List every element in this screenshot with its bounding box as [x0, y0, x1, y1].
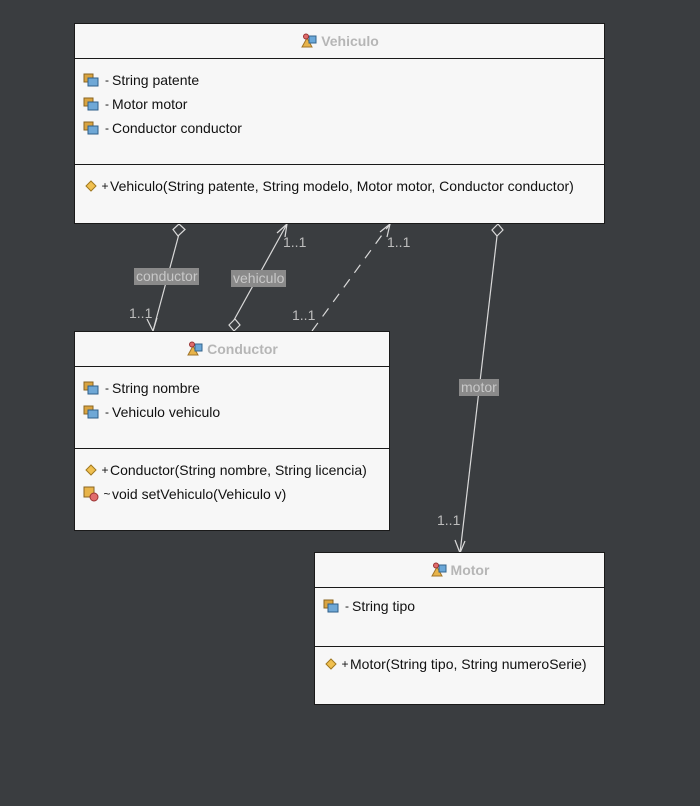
operation-text: void setVehiculo(Vehiculo v) — [112, 486, 287, 502]
constructor-icon — [85, 464, 97, 476]
class-conductor[interactable]: Conductor - String nombre - Vehiculo veh… — [74, 331, 390, 531]
operation-text: Vehiculo(String patente, String modelo, … — [110, 178, 574, 194]
aggregation-diamond-vehiculo — [172, 223, 186, 237]
arrowhead-dependency — [379, 222, 391, 238]
visibility-marker: - — [105, 405, 109, 419]
class-name: Conductor — [207, 341, 278, 357]
visibility-marker: - — [345, 599, 349, 613]
aggregation-diamond-conductor — [228, 318, 241, 332]
constructor-icon — [325, 658, 337, 670]
operations-section: + Conductor(String nombre, String licenc… — [75, 449, 389, 506]
edge-dependency — [311, 223, 391, 332]
multiplicity-vehiculo: 1..1 — [283, 234, 307, 250]
visibility-marker: + — [101, 463, 109, 477]
attribute-text: String tipo — [352, 598, 416, 614]
attribute-row[interactable]: - Conductor conductor — [75, 116, 604, 140]
class-header: Conductor — [75, 332, 389, 367]
attributes-section: - String patente - Motor motor - Conduct… — [75, 59, 604, 165]
attribute-row[interactable]: - Motor motor — [75, 92, 604, 116]
class-motor[interactable]: Motor - String tipo + Motor(String tipo,… — [314, 552, 605, 705]
attribute-text: String nombre — [112, 380, 200, 396]
edge-label-vehiculo: vehiculo — [231, 270, 287, 287]
operation-row[interactable]: + Vehiculo(String patente, String modelo… — [75, 174, 604, 198]
visibility-marker: - — [105, 97, 109, 111]
attribute-text: Vehiculo vehiculo — [112, 404, 221, 420]
attribute-text: Motor motor — [112, 96, 188, 112]
field-icon — [83, 381, 99, 395]
field-icon — [83, 405, 99, 419]
field-icon — [83, 73, 99, 87]
multiplicity-dependency-target: 1..1 — [387, 234, 411, 250]
class-icon — [301, 33, 317, 48]
operation-row[interactable]: ~ void setVehiculo(Vehiculo v) — [75, 482, 389, 506]
operation-text: Motor(String tipo, String numeroSerie) — [350, 656, 587, 672]
visibility-marker: - — [105, 121, 109, 135]
operation-text: Conductor(String nombre, String licencia… — [110, 462, 367, 478]
visibility-marker: - — [105, 73, 109, 87]
multiplicity-conductor: 1..1 — [129, 305, 153, 321]
class-icon — [187, 341, 203, 356]
operation-row[interactable]: + Conductor(String nombre, String licenc… — [75, 458, 389, 482]
class-header: Motor — [315, 553, 604, 588]
field-icon — [83, 97, 99, 111]
class-icon — [430, 562, 447, 577]
class-name: Vehiculo — [321, 33, 379, 49]
attribute-text: Conductor conductor — [112, 120, 242, 136]
multiplicity-dependency-source: 1..1 — [292, 307, 316, 323]
multiplicity-motor: 1..1 — [437, 512, 461, 528]
operations-section: + Vehiculo(String patente, String modelo… — [75, 165, 604, 198]
visibility-marker: + — [341, 657, 349, 671]
edge-label-conductor: conductor — [134, 268, 200, 285]
attribute-row[interactable]: - Vehiculo vehiculo — [75, 400, 389, 424]
visibility-marker: - — [105, 381, 109, 395]
attribute-text: String patente — [112, 72, 200, 88]
method-icon — [83, 486, 99, 502]
field-icon — [323, 599, 339, 613]
class-header: Vehiculo — [75, 24, 604, 59]
operations-section: + Motor(String tipo, String numeroSerie) — [315, 647, 604, 676]
aggregation-diamond-vehiculo-motor — [491, 223, 504, 237]
field-icon — [83, 121, 99, 135]
class-vehiculo[interactable]: Vehiculo - String patente - Motor motor … — [74, 23, 605, 224]
attributes-section: - String nombre - Vehiculo vehiculo — [75, 367, 389, 449]
attribute-row[interactable]: - String nombre — [75, 376, 389, 400]
arrowhead-vehiculo — [276, 222, 288, 238]
class-name: Motor — [450, 562, 490, 578]
attribute-row[interactable]: - String patente — [75, 68, 604, 92]
visibility-marker: + — [101, 179, 109, 193]
visibility-marker: ~ — [103, 487, 111, 501]
attributes-section: - String tipo — [315, 588, 604, 647]
edge-label-motor: motor — [459, 379, 499, 396]
constructor-icon — [85, 180, 97, 192]
operation-row[interactable]: + Motor(String tipo, String numeroSerie) — [315, 652, 604, 676]
attribute-row[interactable]: - String tipo — [315, 594, 604, 618]
